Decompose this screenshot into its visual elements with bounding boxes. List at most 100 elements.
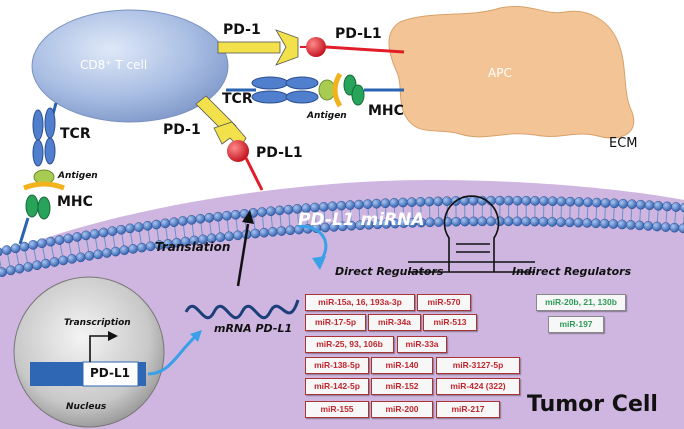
lipid-head — [266, 206, 276, 217]
lipid-head — [354, 199, 364, 210]
lipid-head — [10, 243, 21, 254]
pdl1-mirna-label: PD-L1 miRNA — [298, 210, 425, 230]
lipid-head — [662, 201, 673, 212]
mhc-left-label: MHC — [57, 194, 93, 210]
mirna-hairpin — [408, 195, 535, 273]
lipid-head — [110, 246, 121, 257]
antigen-center-label: Antigen — [307, 111, 347, 121]
lipid-head — [495, 195, 505, 206]
lipid-head — [259, 227, 269, 238]
lipid-head — [530, 196, 540, 206]
lipid-head — [58, 255, 69, 266]
lipid-head — [195, 213, 206, 224]
lipid-head — [556, 196, 567, 207]
lipid-head — [28, 240, 38, 250]
lipid-head — [618, 198, 628, 209]
lipid-head — [233, 230, 243, 241]
mirna-box: miR-155 — [305, 401, 369, 418]
lipid-head — [503, 195, 514, 206]
lipid-head — [565, 196, 576, 207]
lipid-head — [660, 222, 671, 232]
lipid-head — [14, 263, 25, 274]
export-arrow — [147, 334, 197, 376]
translation-arrow — [236, 223, 250, 287]
lipid-head — [503, 216, 514, 227]
lipid-head — [1, 245, 12, 255]
nucleus — [13, 276, 165, 428]
lipid-head — [89, 229, 100, 239]
lipid-head — [102, 248, 112, 258]
lipid-head — [600, 198, 611, 208]
lipid-head — [521, 195, 532, 206]
lipid-head — [93, 249, 103, 260]
lipid-head — [136, 242, 147, 253]
lipid-head — [84, 250, 95, 261]
tcr-left-label: TCR — [60, 126, 91, 142]
lipid-head — [169, 217, 179, 228]
tcr-center — [226, 76, 319, 104]
lipid-head — [40, 258, 51, 269]
lipid-head — [98, 227, 109, 238]
lipid-head — [494, 216, 505, 227]
pdl1-ligand-top — [306, 37, 405, 57]
lipid-head — [32, 260, 42, 271]
mhc-left — [18, 181, 65, 245]
pd-l1-gene-box — [82, 361, 139, 387]
tcr-center-label: TCR — [222, 91, 253, 107]
lipid-head — [539, 196, 549, 206]
lipid-head — [627, 199, 637, 210]
lipid-head — [389, 197, 400, 208]
mirna-box: miR-217 — [436, 401, 500, 418]
lipid-head — [283, 204, 294, 215]
lipid-head — [362, 199, 373, 209]
lipid-head — [609, 198, 620, 209]
lipid-head — [23, 262, 34, 272]
lipid-head — [634, 220, 645, 231]
lipid-head — [671, 202, 681, 212]
lipid-head — [37, 238, 47, 249]
pdl1-ligand-bottom — [227, 140, 264, 191]
lipid-head — [644, 200, 655, 211]
apc-cell — [388, 6, 635, 139]
lipid-head — [512, 216, 523, 227]
lipid-head — [285, 225, 296, 236]
lipid-head — [547, 217, 558, 227]
gene-label: PD-L1 — [90, 366, 130, 380]
lipid-head — [116, 224, 127, 235]
lipid-head — [406, 197, 417, 208]
lipid-head — [160, 218, 171, 229]
lipid-head — [222, 210, 232, 221]
mirna-box: miR-570 — [417, 294, 471, 311]
lipid-head — [599, 218, 610, 229]
pdl1-bottom-label: PD-L1 — [256, 145, 303, 161]
lipid-head — [45, 236, 56, 247]
lipid-head — [230, 209, 241, 220]
mhc-center — [332, 72, 404, 108]
lipid-head — [250, 228, 261, 239]
lipid-head — [679, 202, 684, 213]
mhc-center-label: MHC — [368, 103, 404, 119]
lipid-head — [512, 195, 523, 206]
mirna-box: miR-15a, 16, 193a-3p — [305, 294, 415, 311]
lipid-head — [468, 195, 479, 206]
tumor-cell-label: Tumor Cell — [527, 392, 658, 417]
transcription-label: Transcription — [64, 318, 131, 328]
lipid-head — [653, 200, 664, 211]
pdl1-top-label: PD-L1 — [335, 26, 382, 42]
mirna-box: miR-25, 93, 106b — [305, 336, 394, 353]
lipid-head — [54, 235, 65, 245]
mirna-box: miR-34a — [368, 314, 421, 331]
lipid-head — [0, 267, 7, 277]
lipid-head — [75, 252, 86, 263]
nucleus-label: Nucleus — [66, 402, 107, 412]
mirna-box-indirect: miR-197 — [548, 316, 604, 333]
mirna-box: miR-3127-5p — [436, 357, 520, 374]
lipid-head — [486, 216, 496, 227]
lipid-head — [574, 197, 584, 207]
lipid-head — [415, 197, 426, 207]
t-cell — [31, 9, 229, 123]
lipid-head — [371, 198, 382, 209]
cell-membrane — [0, 195, 684, 277]
lipid-head — [591, 218, 601, 229]
